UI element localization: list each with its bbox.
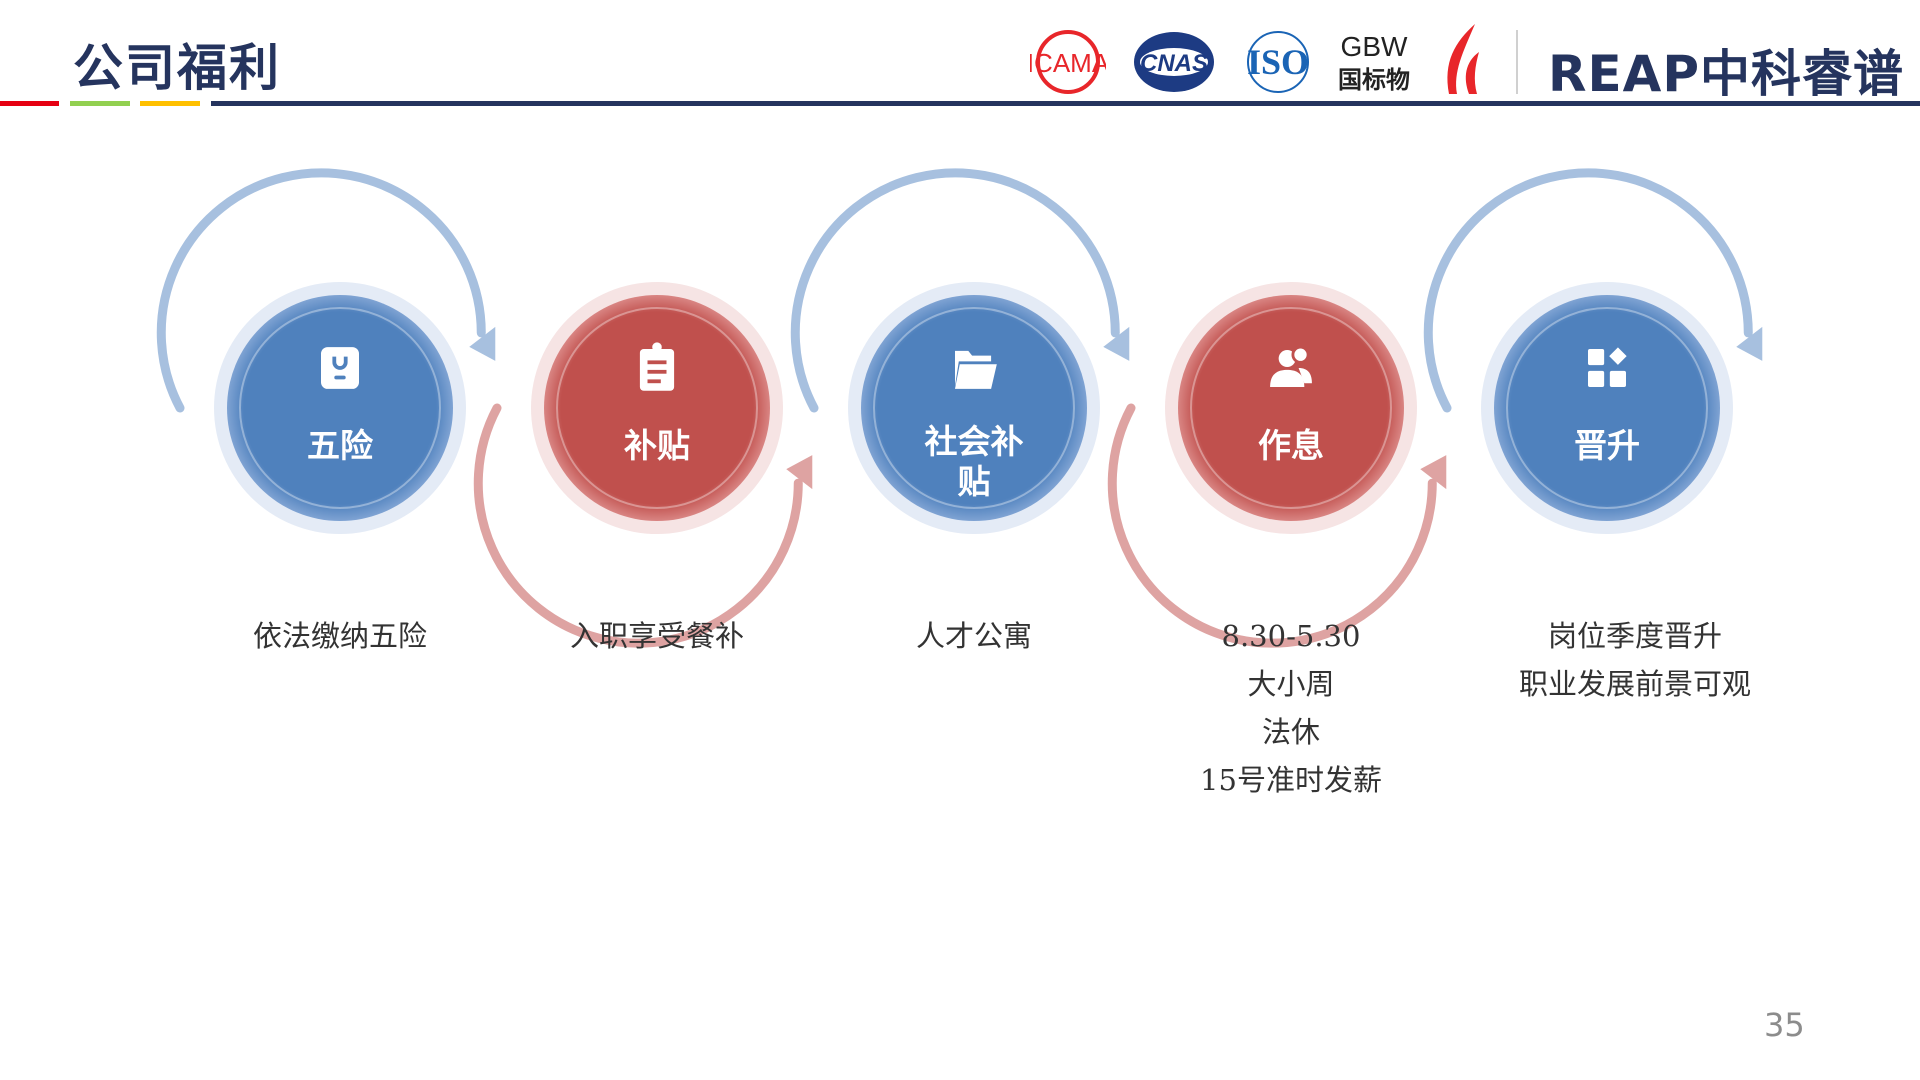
description-line: 职业发展前景可观 — [1518, 667, 1751, 701]
users-icon — [1270, 345, 1312, 387]
description-line: 8.30-5.30 — [1221, 619, 1361, 653]
node-inner-ring — [1506, 307, 1708, 509]
description-line: 入职享受餐补 — [569, 619, 744, 653]
benefit-description: 入职享受餐补 — [497, 612, 817, 660]
node-circle — [861, 295, 1087, 521]
accent-bar-red — [0, 101, 59, 106]
benefit-title: 五险 — [307, 426, 373, 465]
iso-text: ISO — [1247, 42, 1309, 82]
arrowhead-icon — [786, 455, 813, 490]
benefit-description: 依法缴纳五险 — [180, 612, 500, 660]
arrowhead-icon — [469, 326, 496, 361]
clipboard-icon — [639, 342, 675, 391]
flame-logo — [1447, 24, 1479, 94]
benefit-node-4 — [1423, 168, 1763, 534]
benefit-title: 社会补贴 — [924, 422, 1024, 501]
node-circle — [544, 295, 770, 521]
logo-divider — [1516, 30, 1518, 94]
logo-strip: ICAMA CNAS ISO GBW 国标物 REAP中科睿谱 — [1030, 22, 1920, 103]
cycle-arc — [1107, 403, 1437, 648]
benefit-title: 作息 — [1258, 426, 1324, 465]
node-circle — [1494, 295, 1720, 521]
reap-brand-logo: REAP中科睿谱 — [1548, 45, 1904, 103]
cycle-arc — [1423, 168, 1753, 413]
gbw-text: GBW — [1341, 31, 1408, 62]
page-number: 35 — [1764, 1006, 1805, 1044]
cycle-arc — [473, 403, 803, 648]
description-line: 法休 — [1261, 715, 1320, 749]
iso-logo: ISO — [1247, 31, 1309, 93]
page-title: 公司福利 — [73, 39, 281, 97]
gbw-logo: GBW 国标物 — [1338, 31, 1410, 94]
description-line: 15号准时发薪 — [1200, 763, 1382, 797]
description-line: 大小周 — [1247, 667, 1335, 701]
benefit-description: 8.30-5.30 大小周法休 15号准时发薪 — [1131, 612, 1451, 804]
accent-bar-yellow — [140, 101, 200, 106]
id-badge-icon — [321, 347, 359, 389]
benefit-node-3 — [1107, 282, 1447, 648]
icama-text: ICAMA — [1030, 48, 1106, 78]
cycle-arc — [790, 168, 1120, 413]
arrowhead-icon — [1103, 326, 1130, 361]
benefit-node-1 — [473, 282, 813, 648]
arrowhead-icon — [1420, 455, 1447, 490]
description-line: 人才公寓 — [915, 619, 1032, 653]
gbw-chinese-text: 国标物 — [1338, 66, 1410, 94]
accent-bar-green — [70, 101, 130, 106]
arrowhead-icon — [1736, 326, 1763, 361]
node-inner-ring — [873, 307, 1075, 509]
cycle-arc — [156, 168, 486, 413]
folder-icon — [955, 350, 997, 389]
header-divider-bar — [211, 101, 1920, 106]
benefit-title: 补贴 — [624, 426, 690, 465]
node-inner-ring — [556, 307, 758, 509]
description-line: 依法缴纳五险 — [252, 619, 427, 653]
benefit-title: 晋升 — [1574, 426, 1640, 465]
benefit-description: 岗位季度晋升职业发展前景可观 — [1475, 612, 1795, 708]
node-circle — [1178, 295, 1404, 521]
benefit-node-0 — [156, 168, 496, 534]
cnas-logo: CNAS — [1134, 32, 1214, 92]
node-circle — [227, 295, 453, 521]
node-inner-ring — [1190, 307, 1392, 509]
node-inner-ring — [239, 307, 441, 509]
benefit-description: 人才公寓 — [814, 612, 1134, 660]
cnas-text: CNAS — [1140, 50, 1208, 77]
icama-logo: ICAMA — [1030, 30, 1106, 94]
description-line: 岗位季度晋升 — [1547, 619, 1722, 653]
benefit-node-2 — [790, 168, 1130, 534]
